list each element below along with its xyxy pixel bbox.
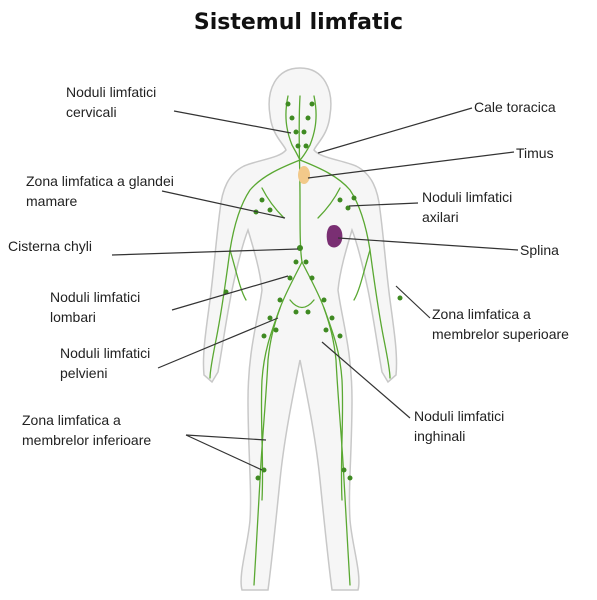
label-splina: Splina xyxy=(520,240,559,260)
label-noduli-cervicali: Noduli limfatici cervicali xyxy=(66,82,156,122)
label-zona-glandei-mamare: Zona limfatica a glandei mamare xyxy=(26,171,174,211)
label-noduli-lombari: Noduli limfatici lombari xyxy=(50,287,140,327)
label-noduli-inghinali: Noduli limfatici inghinali xyxy=(414,406,504,446)
label-cale-toracica: Cale toracica xyxy=(474,97,556,117)
label-noduli-axilari: Noduli limfatici axilari xyxy=(422,187,512,227)
label-timus: Timus xyxy=(516,143,554,163)
spleen-shape xyxy=(327,225,343,248)
thymus-shape xyxy=(298,166,310,184)
label-zona-membrelor-inferioare: Zona limfatica a membrelor inferioare xyxy=(22,410,151,450)
label-zona-membrelor-superioare: Zona limfatica a membrelor superioare xyxy=(432,304,569,344)
label-cisterna-chyli: Cisterna chyli xyxy=(8,236,92,256)
label-noduli-pelvieni: Noduli limfatici pelvieni xyxy=(60,343,150,383)
